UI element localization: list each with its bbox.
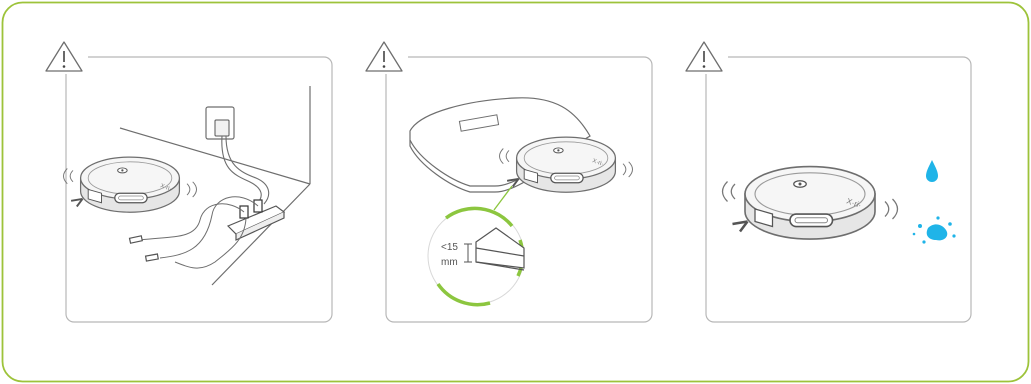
wall-socket-icon [206,107,234,139]
panel-frame [386,57,652,322]
panel-liquid: X·ri· [684,40,971,322]
panel-rug: X·ri· <15 mm [364,40,652,322]
threshold-unit: mm [441,257,458,268]
threshold-value: <15 [441,242,458,253]
panel-cords: X·ri· [44,40,332,322]
edge-height-magnifier: <15 mm [428,208,524,305]
